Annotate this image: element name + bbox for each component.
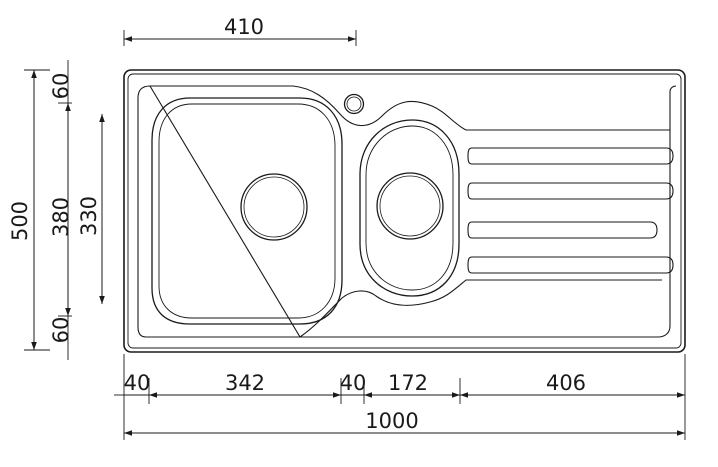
dim-inner-height-label: 380	[49, 197, 73, 237]
dim-overall-height-label: 500	[8, 201, 32, 241]
dim-bottom-chain: 40 342 40 172 406 1000	[114, 354, 686, 440]
small-bowl	[359, 119, 460, 297]
dim-bowl-gap-label: 40	[340, 371, 367, 395]
dim-bowl-height-label: 330	[77, 196, 101, 236]
main-bowl-outer	[151, 97, 343, 325]
dim-drainer-width-label: 406	[546, 371, 586, 395]
main-bowl	[151, 97, 343, 325]
tap-hole-outer	[343, 93, 365, 115]
main-bowl-drain-outer	[240, 173, 308, 241]
drainer-groove-2	[467, 182, 674, 200]
dim-top-width: 410	[123, 15, 357, 46]
dim-overall-width-label: 1000	[365, 409, 418, 433]
drainer-grooves	[467, 147, 674, 274]
dim-top-margin-label: 60	[49, 73, 73, 100]
dim-main-bowl-width-label: 342	[225, 371, 265, 395]
main-bowl-drain-inner	[243, 176, 305, 238]
sink-deck-perimeter	[137, 85, 677, 338]
drainer-groove-3	[467, 221, 658, 239]
dim-left-edge-label: 40	[124, 371, 151, 395]
dim-top-width-label: 410	[224, 15, 264, 39]
small-bowl-inner	[365, 125, 454, 291]
small-bowl-drain-outer	[376, 172, 444, 240]
tap-hole-inner	[346, 96, 362, 112]
small-bowl-drain-inner	[379, 175, 441, 237]
tap-hole	[343, 93, 365, 115]
sink-inner-rim	[127, 73, 682, 349]
dim-small-bowl-width-label: 172	[388, 371, 428, 395]
sink-outline	[123, 69, 686, 353]
small-bowl-outer	[359, 119, 460, 297]
dim-bowl-height: 330	[77, 114, 105, 304]
dim-overall-height: 500	[8, 69, 50, 351]
sink-outer-rim	[123, 69, 686, 353]
drainer-groove-4	[467, 256, 674, 274]
drainer-groove-1	[467, 147, 674, 165]
main-bowl-inner	[158, 103, 336, 319]
dim-vertical-chain: 60 380 60	[49, 60, 73, 360]
dim-bottom-margin-label: 60	[49, 317, 73, 344]
